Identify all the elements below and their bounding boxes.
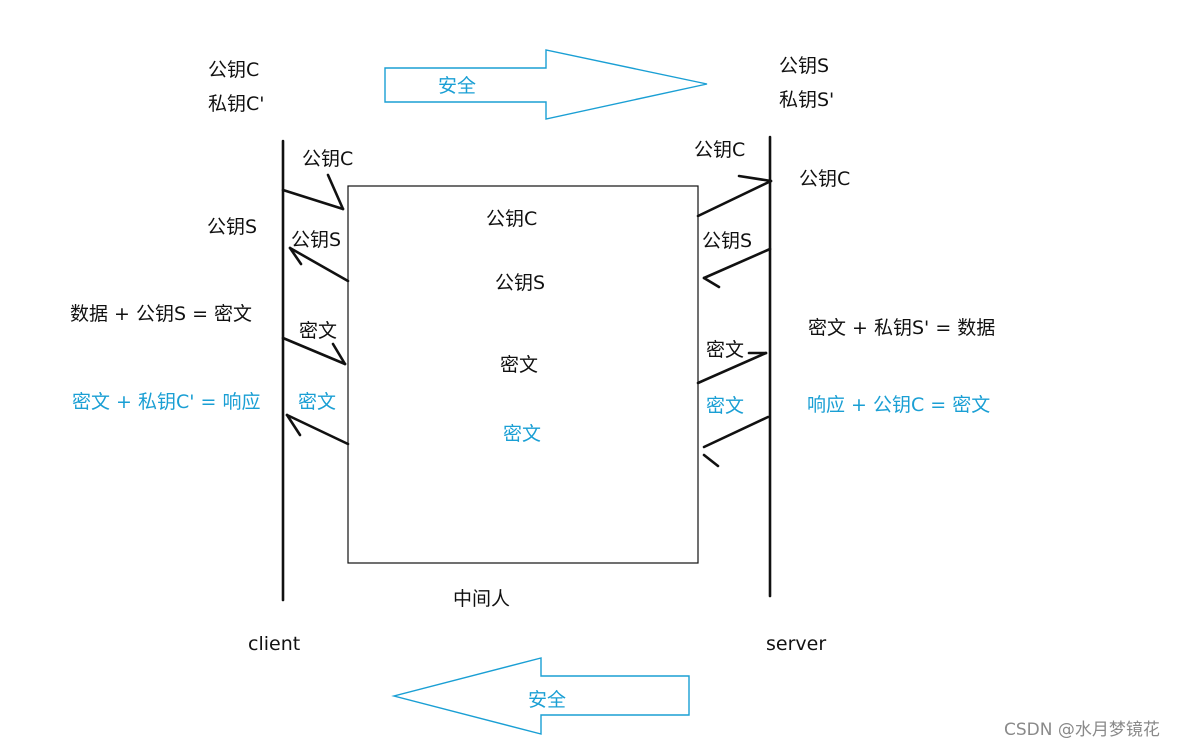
client-public-key: 公钥C: [208, 59, 259, 81]
server-public-key: 公钥S: [779, 55, 829, 77]
right-msg-label-ciphertext-response: 密文: [706, 395, 744, 417]
watermark: CSDN @水月梦镜花: [1004, 720, 1160, 740]
bottom-safe-arrow: [391, 657, 690, 735]
mitm-item-ciphertext-response: 密文: [503, 423, 541, 445]
server-private-key: 私钥S': [779, 89, 834, 111]
client-received-public-key-s: 公钥S: [207, 216, 257, 238]
left-msg-public-key-s: [288, 246, 350, 283]
left-msg-ciphertext-response: [285, 413, 350, 446]
right-msg-label-ciphertext: 密文: [706, 339, 744, 361]
right-msg-ciphertext: [696, 351, 768, 385]
client-label: client: [248, 633, 300, 655]
right-msg-public-key-s: [702, 247, 772, 289]
client-encrypt-equation: 数据 + 公钥S = 密文: [70, 303, 252, 325]
mitm-label: 中间人: [453, 588, 510, 610]
server-encrypt-equation: 响应 + 公钥C = 密文: [807, 394, 990, 416]
left-msg-label-public-key-c: 公钥C: [302, 148, 353, 170]
server-decrypt-equation: 密文 + 私钥S' = 数据: [808, 317, 995, 339]
left-msg-label-ciphertext: 密文: [299, 320, 337, 342]
mitm-item-public-key-s: 公钥S: [495, 272, 545, 294]
left-msg-public-key-c: [281, 173, 345, 211]
mitm-box: [347, 185, 699, 564]
left-msg-label-public-key-s: 公钥S: [291, 229, 341, 251]
right-msg-public-key-c: [696, 174, 773, 218]
left-msg-label-ciphertext-response: 密文: [298, 391, 336, 413]
mitm-item-public-key-c: 公钥C: [486, 208, 537, 230]
right-msg-label-public-key-s: 公钥S: [702, 230, 752, 252]
right-msg-ciphertext-response: [702, 415, 770, 468]
left-msg-ciphertext: [281, 336, 347, 366]
mitm-item-ciphertext: 密文: [500, 354, 538, 376]
bottom-safe-label: 安全: [528, 689, 566, 711]
client-decrypt-equation: 密文 + 私钥C' = 响应: [72, 391, 261, 413]
server-received-public-key-c: 公钥C: [799, 168, 850, 190]
top-safe-arrow: [384, 49, 708, 120]
client-private-key: 私钥C': [208, 93, 265, 115]
top-safe-label: 安全: [438, 75, 476, 97]
server-label: server: [766, 633, 826, 655]
right-msg-label-public-key-c: 公钥C: [694, 139, 745, 161]
